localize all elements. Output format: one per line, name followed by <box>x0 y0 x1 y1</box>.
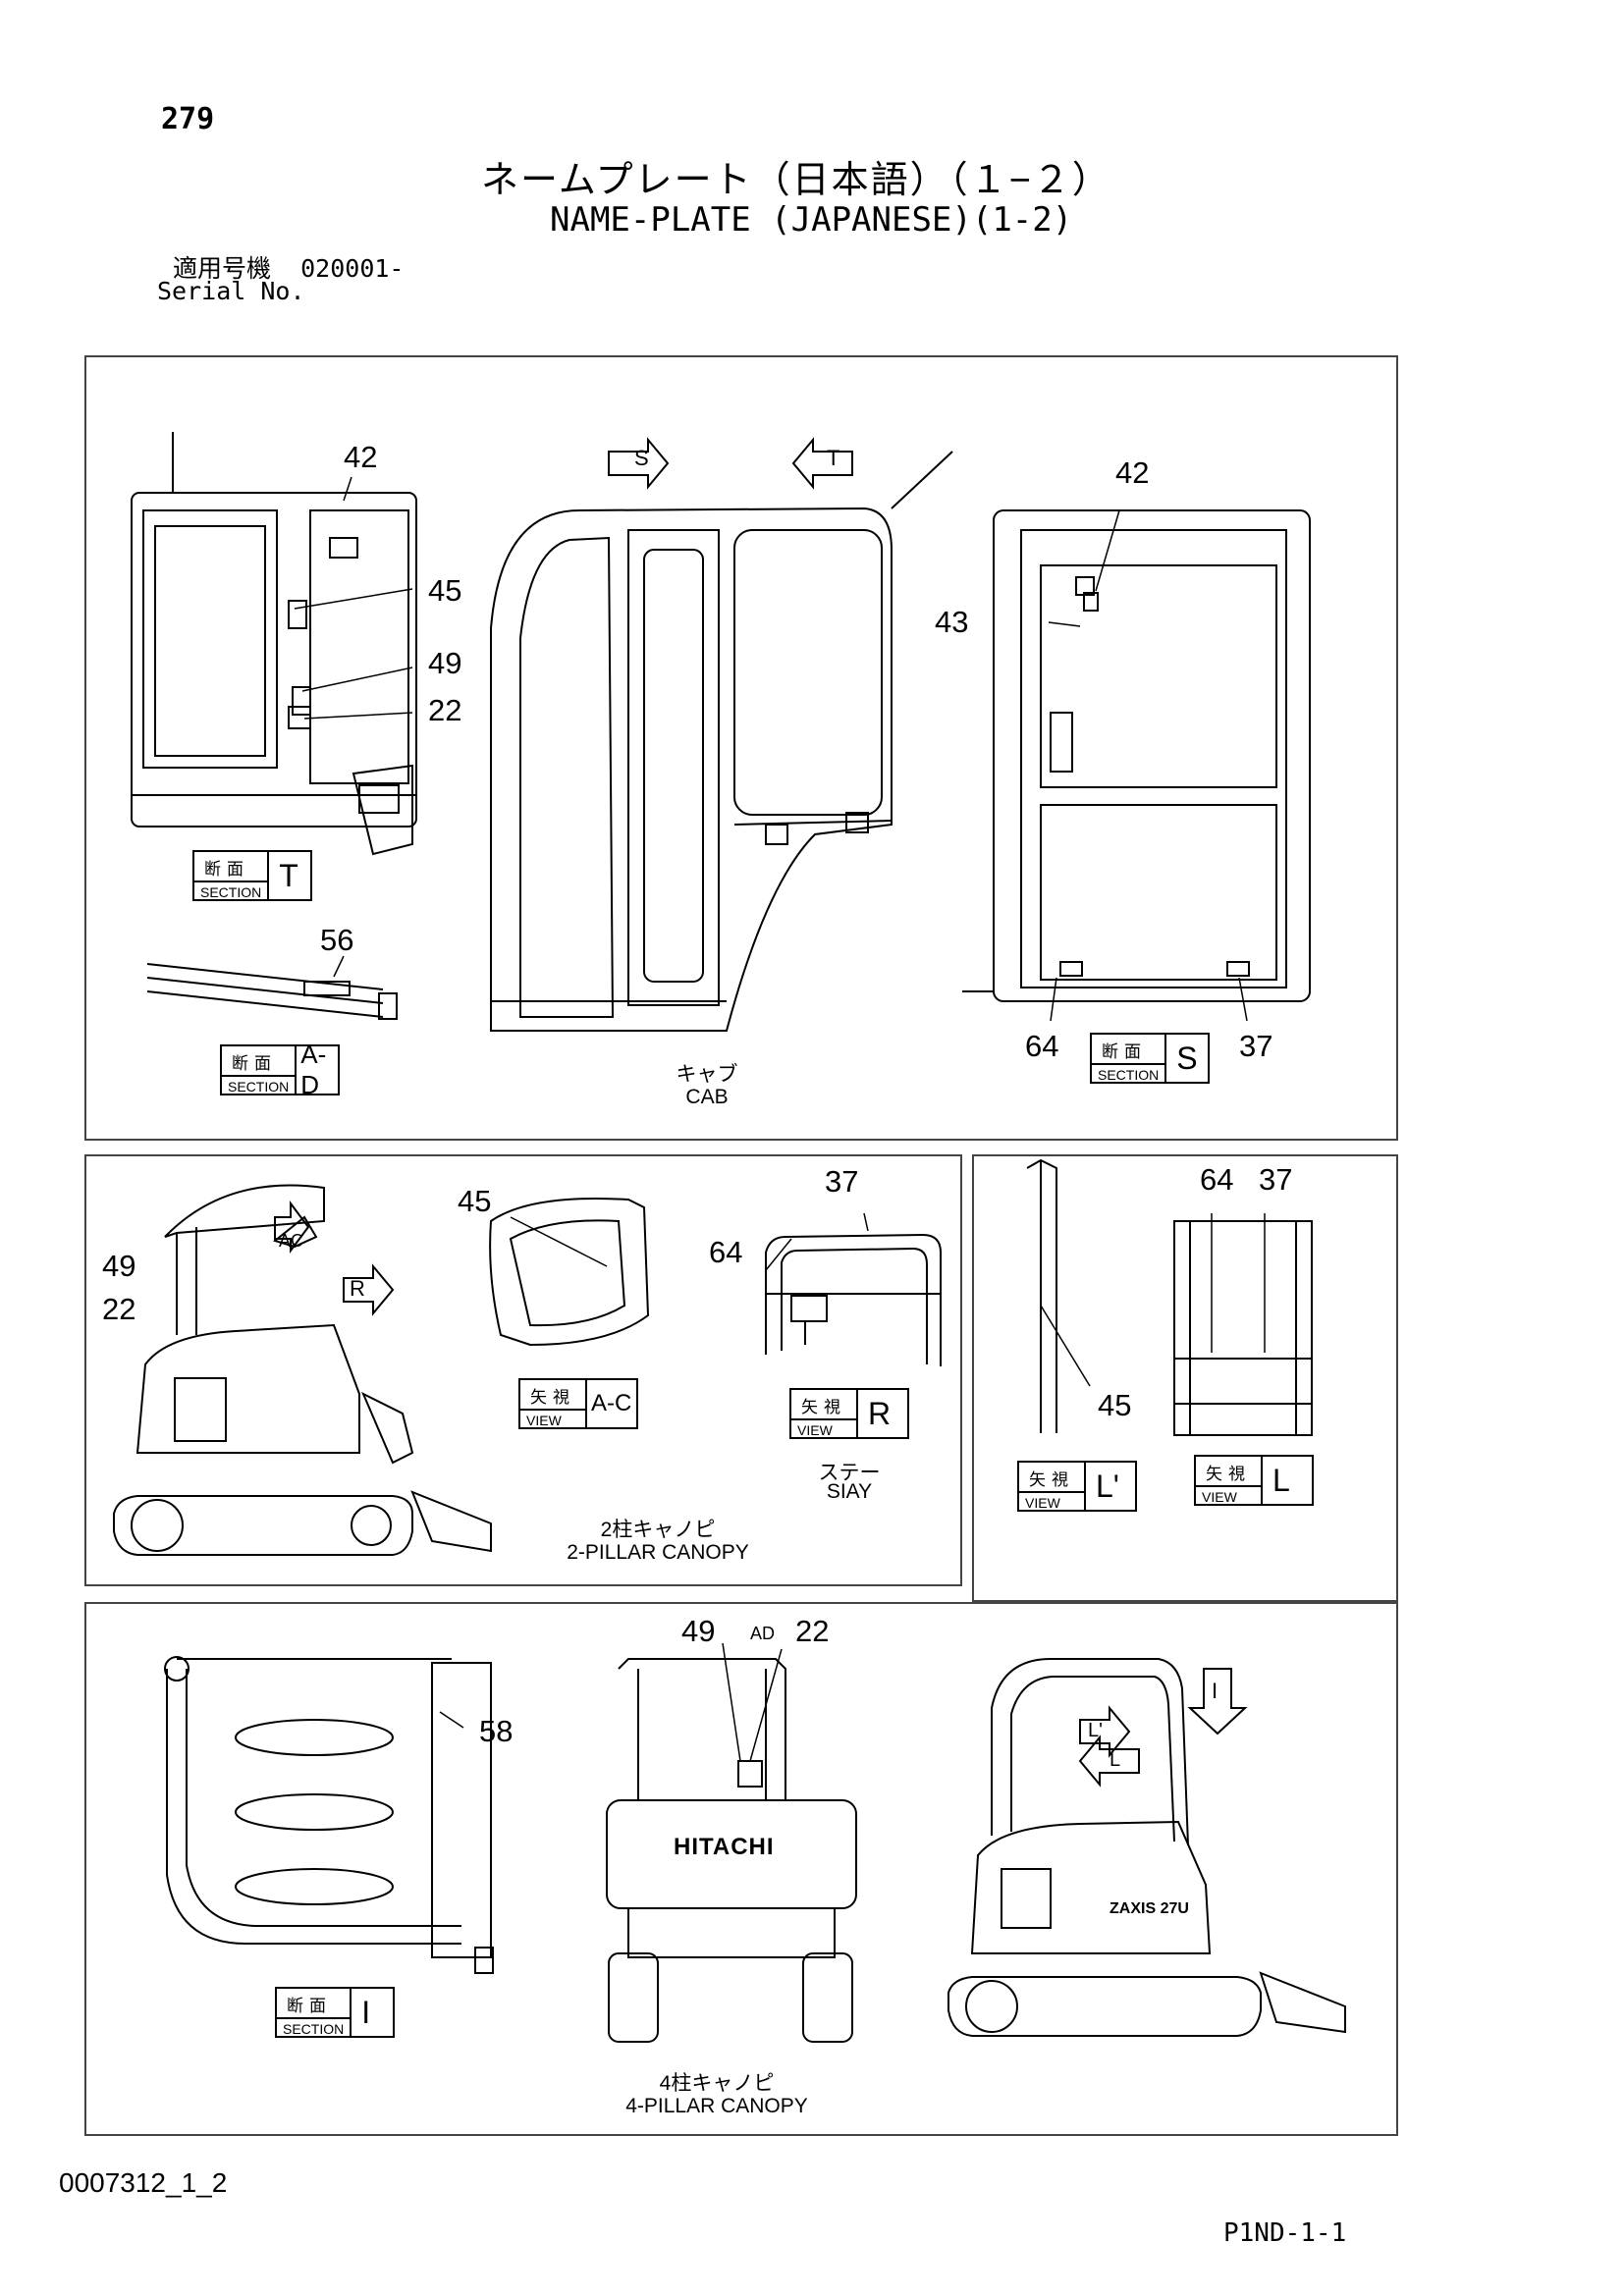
section-s-en: SECTION <box>1098 1067 1160 1083</box>
serial-label-japanese: 適用号機 020001- <box>173 249 404 285</box>
page-code: P1ND-1-1 <box>1223 2218 1347 2248</box>
view-ac-tag: 矢視 VIEW A-C <box>518 1378 638 1429</box>
arrow-ac-label: AC <box>279 1231 304 1251</box>
four-pillar-rear-drawing <box>606 1642 857 2043</box>
view-l-panel <box>972 1154 1398 1602</box>
two-pillar-machine-drawing <box>113 1184 492 1556</box>
arrow-l-prime-label: L' <box>1088 1720 1103 1741</box>
two-pillar-canopy-panel <box>84 1154 962 1586</box>
section-s-letter: S <box>1176 1040 1198 1076</box>
section-t-letter: T <box>279 857 298 893</box>
arrow-s-label: S <box>634 446 649 470</box>
view-l-drawings <box>1026 1158 1313 1436</box>
view-r-drawing <box>765 1212 942 1366</box>
page-title-japanese: ネームプレート（日本語）（１−２） <box>481 160 1111 201</box>
section-s-jp: 断面 <box>1092 1035 1165 1065</box>
cab-section-t-drawing <box>131 432 417 856</box>
view-r-en: VIEW <box>797 1422 833 1438</box>
view-l-prime-jp: 矢視 <box>1019 1463 1084 1493</box>
callout-42-right: 42 <box>1115 455 1150 490</box>
view-ac-en: VIEW <box>526 1413 562 1428</box>
callout-37-cab: 37 <box>1239 1029 1273 1063</box>
view-l-jp: 矢視 <box>1196 1457 1261 1487</box>
view-l-tag: 矢視 VIEW L <box>1194 1455 1314 1506</box>
page-number: 279 <box>161 102 215 136</box>
section-ad-tag: 断面 SECTION A-D <box>220 1040 340 1099</box>
callout-37-canopy2: 37 <box>825 1164 859 1199</box>
stay-caption-jp: ステー <box>818 1462 881 1484</box>
serial-value: 020001- <box>300 254 405 283</box>
page-title-english: NAME-PLATE (JAPANESE)(1-2) <box>550 200 1073 240</box>
arrow-ad-label: AD <box>750 1624 776 1643</box>
brand-label: HITACHI <box>674 1834 775 1860</box>
view-ac-drawing <box>489 1197 650 1347</box>
callout-43: 43 <box>935 605 969 639</box>
section-t-en: SECTION <box>200 884 262 900</box>
callout-49-canopy2: 49 <box>102 1249 136 1283</box>
cab-section-s-drawing <box>962 509 1311 1022</box>
section-i-letter: I <box>361 1994 371 2030</box>
callout-22-canopy4: 22 <box>795 1614 830 1648</box>
view-ac-jp: 矢視 <box>520 1380 585 1411</box>
view-l-prime-letter: L' <box>1096 1468 1119 1504</box>
section-i-jp: 断面 <box>277 1989 351 2019</box>
cab-caption-jp: キャブ <box>676 1063 738 1086</box>
serial-label-english: Serial No. <box>157 277 305 305</box>
callout-56: 56 <box>320 923 354 957</box>
document-id: 0007312_1_2 <box>59 2167 228 2198</box>
section-ad-letter: A-D <box>300 1040 327 1099</box>
arrow-r-label: R <box>350 1276 365 1301</box>
model-label: ZAXIS 27U <box>1110 1900 1189 1917</box>
callout-49-canopy4: 49 <box>681 1614 716 1648</box>
arrow-i-label: I <box>1212 1679 1218 1703</box>
section-ad-jp: 断面 <box>222 1046 296 1077</box>
serial-label-jp: 適用号機 <box>173 254 272 283</box>
canopy4-caption-en: 4-PILLAR CANOPY <box>625 2095 808 2117</box>
callout-37-view-l: 37 <box>1259 1162 1293 1197</box>
cab-panel <box>84 355 1398 1141</box>
view-r-letter: R <box>868 1395 892 1431</box>
canopy2-caption-jp: 2柱キャノピ <box>600 1519 716 1541</box>
canopy2-caption-en: 2-PILLAR CANOPY <box>567 1541 749 1564</box>
callout-45-view-l: 45 <box>1098 1388 1132 1422</box>
callout-45-canopy2: 45 <box>458 1184 492 1218</box>
cab-main-drawing <box>490 437 953 1032</box>
view-l-prime-en: VIEW <box>1025 1495 1060 1511</box>
view-l-prime-tag: 矢視 VIEW L' <box>1017 1461 1137 1512</box>
callout-22-canopy2: 22 <box>102 1292 136 1326</box>
view-r-tag: 矢視 VIEW R <box>789 1388 909 1439</box>
view-r-jp: 矢視 <box>791 1390 856 1420</box>
section-t-tag: 断面 SECTION T <box>192 850 312 901</box>
cab-caption-en: CAB <box>685 1086 729 1108</box>
view-ac-letter: A-C <box>591 1390 632 1416</box>
callout-64-canopy2: 64 <box>709 1235 743 1269</box>
arrow-t-label: T <box>827 446 840 470</box>
cab-section-ad-drawing <box>146 955 398 1020</box>
four-pillar-side-drawing <box>947 1658 1346 2037</box>
callout-42-left: 42 <box>344 440 378 474</box>
section-s-tag: 断面 SECTION S <box>1090 1033 1210 1084</box>
section-t-jp: 断面 <box>194 852 268 882</box>
callout-49-cab: 49 <box>428 646 462 680</box>
arrow-l-label: L <box>1110 1749 1121 1771</box>
callout-45-cab: 45 <box>428 573 462 608</box>
section-i-drawing <box>164 1656 494 1974</box>
callout-58: 58 <box>479 1714 514 1748</box>
stay-caption-en: SIAY <box>826 1480 873 1503</box>
four-pillar-canopy-panel <box>84 1602 1398 2136</box>
view-l-en: VIEW <box>1202 1489 1237 1505</box>
callout-64-view-l: 64 <box>1200 1162 1234 1197</box>
section-i-tag: 断面 SECTION I <box>275 1987 395 2038</box>
callout-64-cab: 64 <box>1025 1029 1059 1063</box>
canopy4-caption-jp: 4柱キャノピ <box>659 2072 775 2095</box>
section-i-en: SECTION <box>283 2021 345 2037</box>
view-l-letter: L <box>1272 1462 1290 1498</box>
section-ad-en: SECTION <box>228 1079 290 1095</box>
callout-22-cab: 22 <box>428 693 462 727</box>
